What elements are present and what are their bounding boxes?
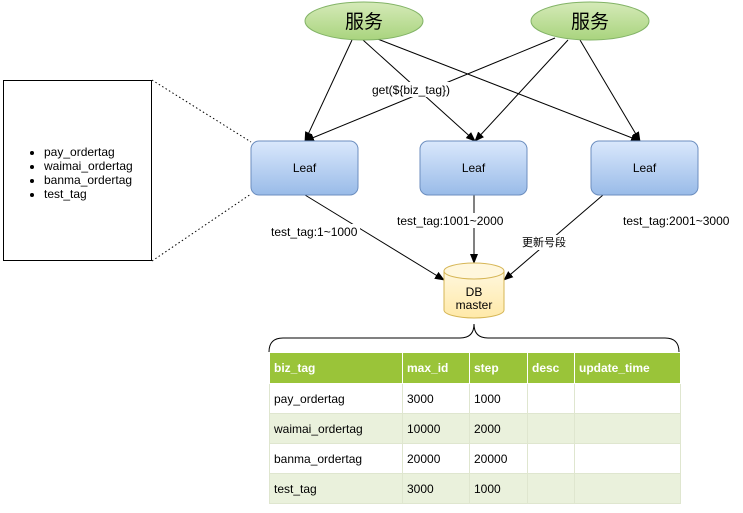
table-cell (574, 443, 681, 474)
leaf-node-2: Leaf (419, 140, 528, 196)
segment-label-2: test_tag:1001~2000 (397, 214, 504, 228)
list-item: waimai_ordertag (44, 159, 133, 173)
dotted-connector-bottom (151, 193, 252, 262)
table-cell: 10000 (402, 413, 470, 444)
request-label: get(${biz_tag}) (372, 83, 450, 97)
service-node-2: 服务 (530, 1, 650, 41)
table-row: pay_ordertag 3000 1000 (269, 383, 681, 414)
service-label: 服务 (345, 11, 383, 33)
table-cell: 20000 (402, 443, 470, 474)
db-label-line2: master (456, 298, 493, 312)
column-header: max_id (402, 352, 470, 384)
table-cell: 3000 (402, 473, 470, 504)
db-master-cylinder: DB master (443, 262, 505, 319)
update-segment-label: 更新号段 (522, 235, 566, 249)
table-cell (527, 473, 575, 504)
list-item: banma_ordertag (44, 173, 133, 187)
arrow-service1-leaf1 (304, 39, 353, 142)
leaf-alloc-table: biz_tag max_id step desc update_time pay… (269, 352, 681, 504)
table-cell: 1000 (469, 473, 528, 504)
table-brace (268, 323, 680, 353)
arrow-service1-leaf3 (374, 37, 641, 142)
table-cell: 3000 (402, 383, 470, 414)
biz-tag-list: pay_ordertag waimai_ordertag banma_order… (4, 145, 133, 201)
list-item: test_tag (44, 187, 133, 201)
column-header: biz_tag (269, 352, 403, 384)
column-header: desc (527, 352, 575, 384)
table-cell (527, 413, 575, 444)
column-header: update_time (574, 352, 681, 384)
dotted-connector-top (151, 79, 252, 143)
table-cell: waimai_ordertag (269, 413, 403, 444)
biz-tag-list-box: pay_ordertag waimai_ordertag banma_order… (3, 80, 152, 261)
table-cell (574, 413, 681, 444)
arrow-service2-leaf3 (579, 39, 641, 142)
segment-label-1: test_tag:1~1000 (271, 225, 358, 239)
db-label-line1: DB (466, 285, 483, 299)
table-header-row: biz_tag max_id step desc update_time (269, 352, 681, 384)
column-header: step (469, 352, 528, 384)
leaf-label: Leaf (462, 161, 486, 175)
table-cell (527, 383, 575, 414)
table-row: banma_ordertag 20000 20000 (269, 443, 681, 474)
table-row: test_tag 3000 1000 (269, 473, 681, 504)
table-cell: 2000 (469, 413, 528, 444)
list-item: pay_ordertag (44, 145, 133, 159)
table-row: waimai_ordertag 10000 2000 (269, 413, 681, 444)
table-cell: banma_ordertag (269, 443, 403, 474)
leaf-node-3: Leaf (590, 140, 699, 196)
table-cell: test_tag (269, 473, 403, 504)
table-cell: 20000 (469, 443, 528, 474)
table-cell (574, 473, 681, 504)
table-cell: pay_ordertag (269, 383, 403, 414)
arrow-service2-leaf2 (474, 39, 569, 142)
table-cell: 1000 (469, 383, 528, 414)
leaf-node-1: Leaf (250, 140, 359, 196)
leaf-label: Leaf (633, 161, 657, 175)
leaf-label: Leaf (293, 161, 317, 175)
segment-label-3: test_tag:2001~3000 (623, 214, 730, 228)
table-cell (574, 383, 681, 414)
service-label: 服务 (571, 11, 609, 33)
service-node-1: 服务 (304, 1, 424, 41)
table-cell (527, 443, 575, 474)
arrow-leaf1-db (304, 194, 445, 281)
